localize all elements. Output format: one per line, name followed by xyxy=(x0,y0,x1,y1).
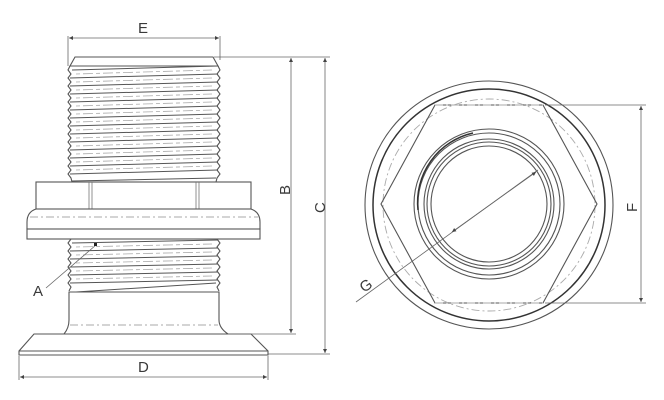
end-view: G F xyxy=(355,80,646,330)
dimension-e: E xyxy=(67,20,221,66)
label-c: C xyxy=(312,202,329,213)
label-e: E xyxy=(138,20,148,37)
upper-thread xyxy=(67,56,221,183)
label-g: G xyxy=(357,276,376,297)
hex-outline xyxy=(380,104,598,304)
label-a: A xyxy=(33,283,43,300)
dimension-g: G xyxy=(355,169,539,303)
dimension-b: B xyxy=(214,56,330,335)
side-view: A E B C D xyxy=(18,20,330,380)
label-b: B xyxy=(277,185,294,195)
label-d: D xyxy=(138,359,149,376)
dimension-f: F xyxy=(545,104,646,304)
hex-nut xyxy=(35,181,252,210)
base-flange xyxy=(18,291,269,356)
dimension-c: C xyxy=(268,58,330,355)
dimension-d: D xyxy=(18,356,269,380)
lower-thread xyxy=(67,238,221,293)
flange-washer xyxy=(26,208,261,240)
label-f: F xyxy=(624,203,641,212)
leader-a: A xyxy=(33,243,97,300)
